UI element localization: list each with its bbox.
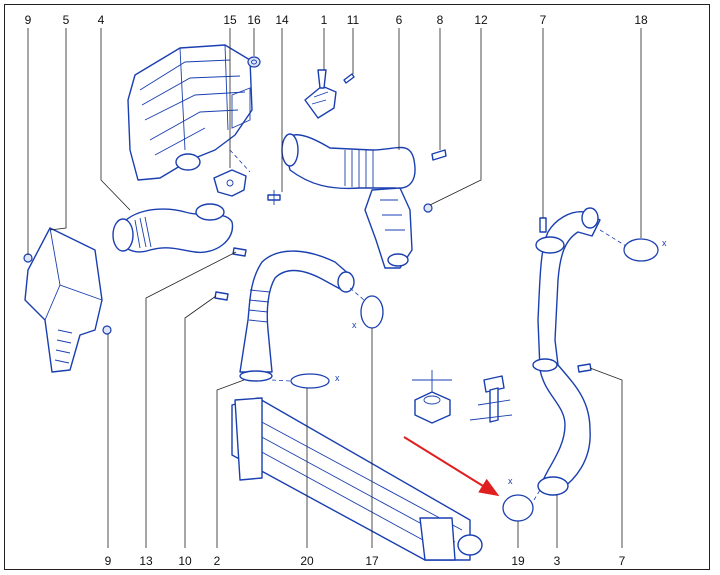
callout-14: 14: [275, 13, 289, 27]
sensor-1: [304, 69, 337, 119]
hose-4: [112, 203, 234, 254]
gasket-17-x-mark: x: [352, 320, 357, 330]
callout-8: 8: [437, 13, 444, 27]
bolt-7-top: [539, 217, 547, 233]
gasket-20-x-mark: x: [335, 373, 340, 383]
callout-3: 3: [554, 554, 561, 568]
gasket-18: x: [599, 229, 667, 262]
tightening-detail-nut: [412, 370, 452, 424]
grommet-16: [247, 56, 261, 68]
leader-lines: [27, 28, 642, 548]
callout-11: 11: [347, 13, 360, 27]
callout-1: 1: [321, 13, 328, 27]
callouts-bottom: 9 13 10 2 20 17 19 3 7: [100, 553, 630, 569]
callout-5: 5: [63, 13, 70, 27]
bolt-13: [232, 247, 247, 257]
callout-6: 6: [396, 13, 403, 27]
callout-12: 12: [474, 13, 488, 27]
screw-11: [343, 73, 355, 84]
callout-2: 2: [214, 554, 221, 568]
charge-air-hose-3: [532, 207, 601, 496]
callout-7-top: 7: [540, 13, 547, 27]
gasket-20: x: [271, 373, 340, 389]
tightening-detail-bolt: [469, 375, 513, 423]
gasket-18-x-mark: x: [662, 238, 667, 248]
callout-16: 16: [247, 13, 261, 27]
callouts-top: 9 5 4 15 16 14 1 11 6 8 12 7 18: [20, 12, 651, 28]
intercooler: [231, 397, 483, 561]
callout-13: 13: [139, 554, 153, 568]
nut-9-top: [23, 253, 33, 263]
intake-duct-6: [281, 133, 416, 269]
bolt-8: [431, 149, 447, 161]
bracket-15: [213, 149, 251, 197]
nut-12: [423, 203, 433, 213]
gasket-19-x-mark: x: [508, 476, 513, 486]
callout-20: 20: [300, 554, 314, 568]
callout-18: 18: [634, 13, 648, 27]
callout-4: 4: [98, 13, 105, 27]
gasket-19: x: [502, 476, 541, 522]
bolt-14: [267, 190, 281, 205]
callout-9-top: 9: [25, 13, 32, 27]
callout-10: 10: [178, 554, 192, 568]
callout-9-bottom: 9: [105, 554, 112, 568]
callout-19: 19: [511, 554, 525, 568]
callout-15: 15: [223, 13, 237, 27]
highlight-arrow: [403, 436, 500, 497]
bolt-7-bottom: [577, 363, 592, 373]
air-filter-housing: [127, 44, 253, 181]
gasket-17: x: [349, 287, 384, 330]
nut-9-bottom: [102, 325, 112, 335]
bolt-10: [214, 291, 229, 301]
callout-7-bottom: 7: [619, 554, 626, 568]
callout-17: 17: [365, 554, 379, 568]
diagram-frame: [4, 4, 710, 570]
resonator-5: [24, 227, 103, 373]
charge-air-hose-2: [239, 250, 355, 382]
